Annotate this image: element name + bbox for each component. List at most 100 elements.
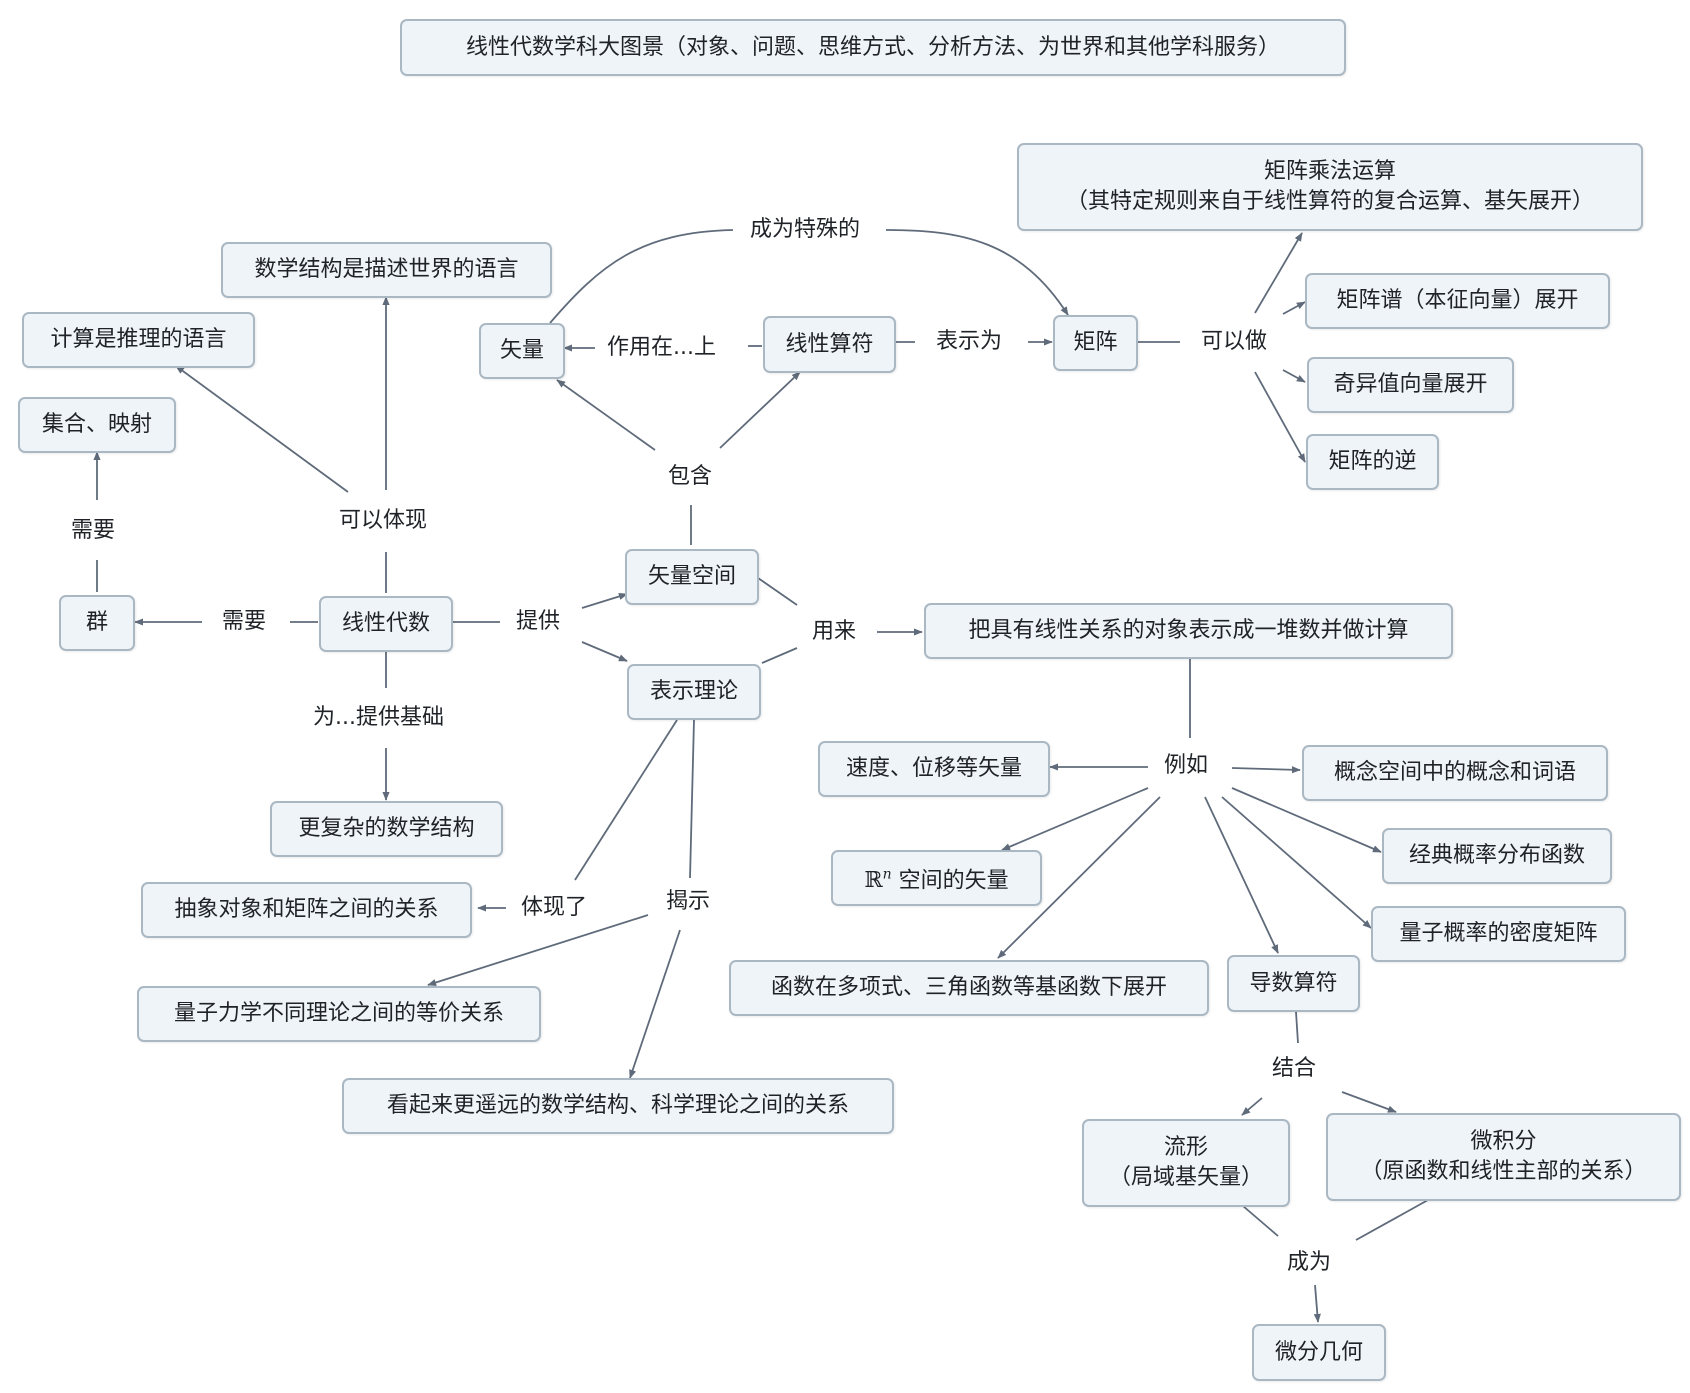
node-linear-operator[interactable]: 线性算符 <box>763 316 896 373</box>
node-spectral-expansion[interactable]: 矩阵谱（本征向量）展开 <box>1305 273 1610 329</box>
title-text: 线性代数学科大图景（对象、问题、思维方式、分析方法、为世界和其他学科服务） <box>465 34 1280 60</box>
node-calculus[interactable]: 微积分 （原函数和线性主部的关系） <box>1326 1113 1681 1201</box>
label-provide-foundation: 为...提供基础 <box>310 704 447 732</box>
label-becomes-special: 成为特殊的 <box>747 216 864 244</box>
node-text: 矢量 <box>499 338 544 363</box>
node-text: 集合、映射 <box>41 412 152 437</box>
node-set-mapping[interactable]: 集合、映射 <box>18 397 176 453</box>
node-derivative-operator[interactable]: 导数算符 <box>1227 955 1360 1012</box>
node-velocity-vectors[interactable]: 速度、位移等矢量 <box>818 741 1050 797</box>
node-vector-space[interactable]: 矢量空间 <box>625 549 759 605</box>
node-text-line1: 微积分 <box>1470 1129 1537 1154</box>
edge <box>1254 371 1306 463</box>
label-reveals: 揭示 <box>663 888 714 916</box>
label-can-embody: 可以体现 <box>336 507 431 535</box>
node-classical-probability[interactable]: 经典概率分布函数 <box>1382 828 1612 884</box>
node-function-expansion[interactable]: 函数在多项式、三角函数等基函数下展开 <box>729 960 1209 1016</box>
node-manifold[interactable]: 流形 （局域基矢量） <box>1082 1119 1290 1207</box>
node-abstract-matrix-relation[interactable]: 抽象对象和矩阵之间的关系 <box>141 882 472 938</box>
edge <box>1231 787 1382 853</box>
node-text: 微分几何 <box>1274 1339 1363 1365</box>
node-text: 看起来更遥远的数学结构、科学理论之间的关系 <box>386 1093 849 1118</box>
node-text-line2: （其特定规则来自于线性算符的复合运算、基矢展开） <box>1065 189 1594 214</box>
label-for-example: 例如 <box>1161 752 1212 780</box>
node-text-line1: 流形 <box>1163 1135 1208 1160</box>
node-text: 更复杂的数学结构 <box>298 816 475 841</box>
node-vector[interactable]: 矢量 <box>479 323 565 379</box>
node-text: 概念空间中的概念和词语 <box>1333 760 1576 785</box>
node-text: 线性代数 <box>341 611 430 636</box>
edge <box>581 592 628 609</box>
edge <box>1242 1205 1279 1237</box>
edge <box>427 914 649 986</box>
node-text: 群 <box>85 610 108 635</box>
node-text: 抽象对象和矩阵之间的关系 <box>174 897 439 922</box>
edge <box>1282 369 1306 383</box>
node-quantum-equivalence[interactable]: 量子力学不同理论之间的等价关系 <box>137 986 541 1042</box>
edge <box>1341 1091 1397 1113</box>
node-text: 导数算符 <box>1249 970 1338 996</box>
node-text: 奇异值向量展开 <box>1333 372 1488 397</box>
label-contains: 包含 <box>665 463 716 491</box>
edge <box>629 929 681 1079</box>
edge <box>1001 787 1149 851</box>
node-matrix-inverse[interactable]: 矩阵的逆 <box>1306 434 1439 490</box>
node-text: 矩阵的逆 <box>1328 449 1417 474</box>
node-linear-algebra[interactable]: 线性代数 <box>319 596 453 652</box>
edge <box>757 577 798 606</box>
edge <box>1282 301 1306 315</box>
label-need-group: 需要 <box>219 608 270 636</box>
edge <box>719 371 801 449</box>
edge <box>556 379 656 451</box>
node-complex-structures[interactable]: 更复杂的数学结构 <box>270 801 503 857</box>
label-used-to: 用来 <box>809 618 860 646</box>
node-text: 量子力学不同理论之间的等价关系 <box>173 1001 504 1026</box>
node-text: 矢量空间 <box>647 564 736 589</box>
node-representation-theory[interactable]: 表示理论 <box>627 664 761 720</box>
node-text-line2: （局域基矢量） <box>1108 1165 1263 1190</box>
node-matrix-multiplication[interactable]: 矩阵乘法运算 （其特定规则来自于线性算符的复合运算、基矢展开） <box>1017 143 1643 231</box>
node-group[interactable]: 群 <box>59 595 135 651</box>
node-text: 把具有线性关系的对象表示成一堆数并做计算 <box>968 618 1409 643</box>
node-text: 矩阵谱（本征向量）展开 <box>1336 288 1579 313</box>
label-represented-as: 表示为 <box>933 328 1006 356</box>
node-quantum-density[interactable]: 量子概率的密度矩阵 <box>1371 906 1626 962</box>
node-text: 量子概率的密度矩阵 <box>1399 921 1598 946</box>
edge <box>689 719 695 879</box>
label-becomes: 成为 <box>1284 1249 1335 1277</box>
node-text: 经典概率分布函数 <box>1408 843 1585 868</box>
node-text: 矩阵 <box>1073 330 1118 355</box>
page-title: 线性代数学科大图景（对象、问题、思维方式、分析方法、为世界和其他学科服务） <box>400 19 1346 76</box>
node-text-line2: （原函数和线性主部的关系） <box>1360 1159 1647 1184</box>
node-concept-space[interactable]: 概念空间中的概念和词语 <box>1302 745 1608 801</box>
edge <box>761 647 798 664</box>
edge <box>1221 796 1372 929</box>
edge <box>1295 1011 1299 1044</box>
node-text: 线性算符 <box>785 331 874 357</box>
edge <box>1204 796 1279 954</box>
edge <box>885 229 1069 316</box>
label-embodies: 体现了 <box>518 894 591 922</box>
node-text-line1: 矩阵乘法运算 <box>1263 159 1396 184</box>
node-calc-language[interactable]: 计算是推理的语言 <box>22 312 255 368</box>
node-text: 速度、位移等矢量 <box>845 756 1022 781</box>
label-can-do: 可以做 <box>1198 328 1271 356</box>
node-text: 计算是推理的语言 <box>50 327 227 352</box>
label-need-set: 需要 <box>68 517 119 545</box>
node-matrix[interactable]: 矩阵 <box>1053 315 1138 371</box>
node-text: 函数在多项式、三角函数等基函数下展开 <box>770 975 1167 1000</box>
node-svd-expansion[interactable]: 奇异值向量展开 <box>1307 357 1514 413</box>
node-text: 数学结构是描述世界的语言 <box>254 257 519 282</box>
rn-label: ℝn 空间的矢量 <box>864 866 1009 894</box>
label-acts-on: 作用在...上 <box>604 334 719 362</box>
edge <box>581 641 628 662</box>
node-linear-to-numbers[interactable]: 把具有线性关系的对象表示成一堆数并做计算 <box>924 603 1453 659</box>
node-text: 表示理论 <box>649 679 738 704</box>
edge <box>1231 766 1301 774</box>
node-differential-geometry[interactable]: 微分几何 <box>1252 1324 1386 1381</box>
node-rn-vectors[interactable]: ℝn 空间的矢量 <box>831 850 1042 906</box>
edge <box>1241 1097 1263 1116</box>
node-math-structure-language[interactable]: 数学结构是描述世界的语言 <box>221 242 552 298</box>
node-distant-relations[interactable]: 看起来更遥远的数学结构、科学理论之间的关系 <box>342 1078 894 1134</box>
